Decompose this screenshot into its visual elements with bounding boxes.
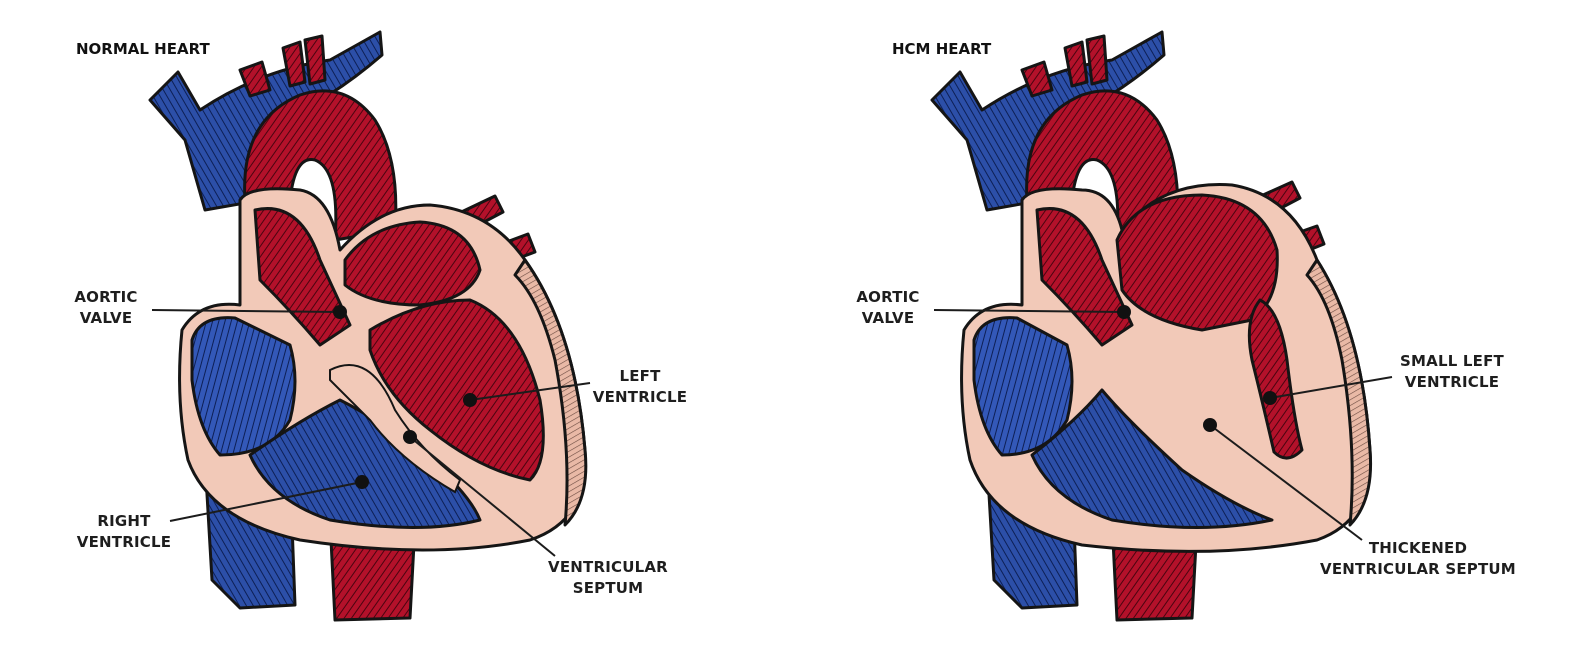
svg-text:AORTIC: AORTIC <box>856 288 919 306</box>
right-ventricle-chamber <box>248 398 482 529</box>
left-ventricle-chamber <box>368 298 545 482</box>
outer-myocardium <box>1305 258 1373 527</box>
marker-dot <box>1203 418 1217 432</box>
svg-text:VENTRICULAR: VENTRICULAR <box>548 558 668 576</box>
panel-title: HCM HEART <box>892 40 992 58</box>
svg-text:VENTRICLE: VENTRICLE <box>77 533 171 551</box>
label-aortic-valve: AORTIC VALVE <box>856 288 1131 327</box>
marker-dot <box>403 430 417 444</box>
aortic-branch <box>238 60 272 98</box>
panel-title: NORMAL HEART <box>76 40 210 58</box>
svg-text:VALVE: VALVE <box>862 309 915 327</box>
svg-text:SEPTUM: SEPTUM <box>573 579 644 597</box>
label-thickened-septum: THICKENED VENTRICULAR SEPTUM <box>1203 418 1516 578</box>
aortic-branch <box>281 40 307 88</box>
aortic-branch <box>1085 34 1109 86</box>
left-atrium <box>1115 193 1279 332</box>
svg-text:SMALL LEFT: SMALL LEFT <box>1400 352 1505 370</box>
outer-myocardium <box>513 258 588 527</box>
svg-text:VENTRICULAR SEPTUM: VENTRICULAR SEPTUM <box>1320 560 1516 578</box>
small-left-ventricle-chamber <box>1247 298 1304 460</box>
normal-heart-illustration <box>148 30 588 622</box>
label-aortic-valve: AORTIC VALVE <box>74 288 347 327</box>
right-atrium <box>190 316 297 457</box>
svg-text:RIGHT: RIGHT <box>97 512 151 530</box>
svg-text:LEFT: LEFT <box>619 367 661 385</box>
right-atrium <box>972 316 1074 457</box>
left-atrium <box>343 220 482 307</box>
aortic-branch <box>1020 60 1054 98</box>
aortic-branch <box>1063 40 1089 88</box>
ventricular-septum <box>329 364 462 494</box>
marker-dot <box>333 305 347 319</box>
aortic-branch <box>303 34 327 86</box>
marker-dot <box>1117 305 1131 319</box>
svg-text:THICKENED: THICKENED <box>1369 539 1467 557</box>
marker-dot <box>1263 391 1277 405</box>
label-ventricular-septum: VENTRICULAR SEPTUM <box>403 430 668 597</box>
svg-text:AORTIC: AORTIC <box>74 288 137 306</box>
hcm-heart-illustration <box>930 30 1373 622</box>
label-left-ventricle: LEFT VENTRICLE <box>463 367 687 407</box>
svg-text:VENTRICLE: VENTRICLE <box>593 388 687 406</box>
aortic-arch <box>243 89 398 242</box>
svg-text:VENTRICLE: VENTRICLE <box>1405 373 1499 391</box>
right-ventricle-chamber <box>1030 388 1274 529</box>
label-right-ventricle: RIGHT VENTRICLE <box>77 475 369 551</box>
marker-dot <box>355 475 369 489</box>
marker-dot <box>463 393 477 407</box>
label-small-left-ventricle: SMALL LEFT VENTRICLE <box>1263 352 1505 405</box>
normal-heart-panel: NORMAL HEART <box>74 30 687 622</box>
hcm-heart-panel: HCM HEART AORTIC VALVE <box>856 30 1516 622</box>
aortic-arch <box>1025 89 1180 242</box>
svg-text:VALVE: VALVE <box>80 309 133 327</box>
